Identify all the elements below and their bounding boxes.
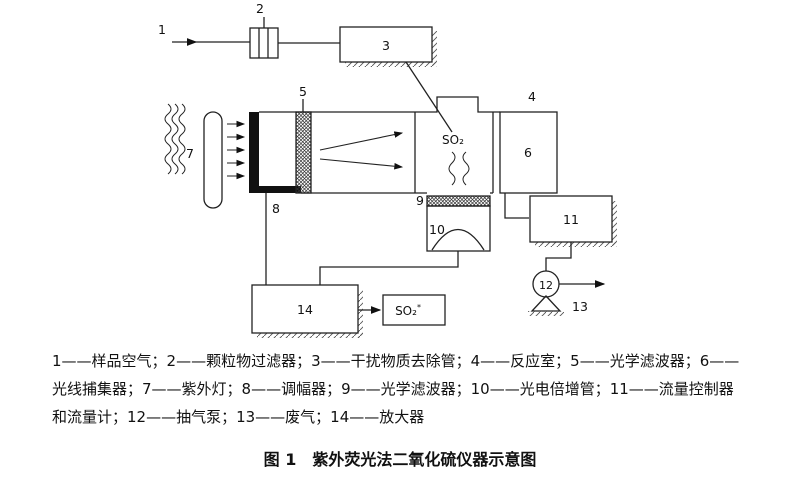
part-label-9: 9 bbox=[416, 193, 424, 208]
particulate-filter-box bbox=[249, 17, 340, 59]
part-label-6: 6 bbox=[524, 145, 532, 160]
legend-line-1: 1——样品空气；2——颗粒物过滤器；3——干扰物质去除管；4——反应室；5——光… bbox=[52, 352, 740, 370]
part-label-14: 14 bbox=[297, 302, 313, 317]
interference-removal-tube-box bbox=[339, 26, 453, 133]
chamber-gas-label: SO₂ bbox=[442, 133, 464, 147]
part-label-1: 1 bbox=[158, 22, 166, 37]
amplifier-box bbox=[251, 284, 382, 338]
pump-symbol bbox=[528, 270, 606, 316]
part-label-3: 3 bbox=[382, 38, 390, 53]
uv-fluorescence-so2-schematic: 1 2 3 4 5 6 7 8 9 10 11 12 13 14 SO₂ SO₂… bbox=[158, 1, 617, 338]
part-label-8: 8 bbox=[272, 201, 280, 216]
part-label-10: 10 bbox=[429, 222, 445, 237]
part-label-13: 13 bbox=[572, 299, 588, 314]
legend-line-3: 和流量计；12——抽气泵；13——废气；14——放大器 bbox=[52, 408, 425, 426]
flow-controller-box bbox=[529, 195, 617, 271]
so2-display-box bbox=[382, 294, 446, 326]
so2-display-label: SO₂* bbox=[395, 303, 421, 318]
light-trap-box bbox=[499, 111, 558, 194]
modulator-bar bbox=[249, 112, 301, 285]
pmt-signal-line bbox=[319, 251, 459, 285]
light-path-arrows bbox=[319, 131, 404, 170]
reaction-chamber-outline bbox=[259, 96, 500, 194]
legend-line-2: 光线捕集器；7——紫外灯；8——调幅器；9——光学滤波器；10——光电倍增管；1… bbox=[52, 380, 734, 398]
gas-outlet-line bbox=[504, 193, 529, 219]
pmt-dome bbox=[431, 228, 485, 251]
fluorescence-squiggles bbox=[448, 151, 470, 186]
figure-caption: 图 1 紫外荧光法二氧化硫仪器示意图 bbox=[263, 450, 537, 469]
part-label-12: 12 bbox=[539, 279, 553, 292]
legend-block: 1——样品空气；2——颗粒物过滤器；3——干扰物质去除管；4——反应室；5——光… bbox=[52, 347, 758, 431]
uv-lamp-glow-hatch bbox=[164, 103, 186, 175]
pmt-assembly bbox=[319, 195, 491, 285]
optical-filter-5-strip bbox=[295, 99, 312, 194]
part-label-4: 4 bbox=[528, 89, 536, 104]
optical-filter-9-strip bbox=[426, 195, 491, 207]
part-label-7: 7 bbox=[186, 146, 194, 161]
part-label-11: 11 bbox=[563, 212, 579, 227]
uv-lamp-rays bbox=[227, 120, 246, 180]
part-label-5: 5 bbox=[299, 84, 307, 99]
inlet-to-chamber-line bbox=[405, 61, 453, 133]
uv-lamp bbox=[203, 111, 223, 209]
part-label-2: 2 bbox=[256, 1, 264, 16]
